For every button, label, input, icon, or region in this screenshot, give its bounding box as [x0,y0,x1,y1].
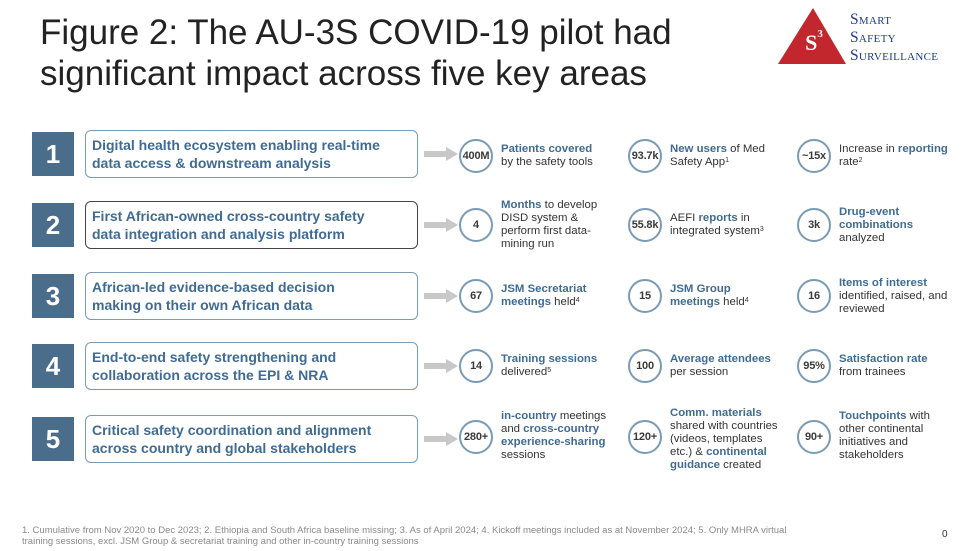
metric-value-circle: 90+ [797,420,831,454]
row-number-badge: 3 [32,274,74,318]
metric-value-circle: 95% [797,349,831,383]
metric-label: Patients covered by the safety tools [501,143,593,168]
page-title: Figure 2: The AU-3S COVID-19 pilot had s… [40,12,740,94]
metric-value-circle: 100 [628,349,662,383]
metric-label: Drug-event combinations analyzed [839,206,914,244]
page-number: 0 [942,529,948,540]
row-number-badge: 4 [32,344,74,388]
metric-value-circle: 4 [459,208,493,242]
logo-mark: S3 [805,28,823,55]
metric-value-circle: 16 [797,279,831,313]
arrow-right-icon [424,432,458,446]
impact-row-2: 2 First African-owned cross-country safe… [32,199,972,253]
logo-text: Smart Safety Surveillance [850,11,939,64]
row-number-badge: 1 [32,132,74,176]
metric-value-circle: 3k [797,208,831,242]
arrow-right-icon [424,147,458,161]
impact-row-5: 5 Critical safety coordination and align… [32,407,972,471]
smart-safety-surveillance-logo: S3 Smart Safety Surveillance [776,6,976,68]
impact-area-box: Critical safety coordination and alignme… [85,415,418,463]
metric-value-circle: 280+ [459,420,493,454]
metric-label: Increase in reporting rate2 [839,143,948,168]
arrow-right-icon [424,218,458,232]
metric-value-circle: ~15x [797,139,831,173]
footnote: 1. Cumulative from Nov 2020 to Dec 2023;… [22,525,787,547]
title-line-1: Figure 2: The AU-3S COVID-19 pilot had [40,13,672,52]
metric-label: New users of Med Safety App1 [670,143,765,168]
metric-value-circle: 67 [459,279,493,313]
metric-label: Items of interest identified, raised, an… [839,277,948,315]
metric-value-circle: 55.8k [628,208,662,242]
metric-label: Satisfaction rate from trainees [839,353,928,378]
metric-label: Average attendees per session [670,353,771,378]
metric-value-circle: 400M [459,139,493,173]
logo-triangle-icon [778,8,846,64]
metric-value-circle: 93.7k [628,139,662,173]
row-number-badge: 5 [32,417,74,461]
impact-area-box: Digital health ecosystem enabling real-t… [85,130,418,178]
metric-label: Touchpoints with other continental initi… [839,410,930,461]
metric-label: in-country meetings and cross-country ex… [501,410,607,461]
arrow-right-icon [424,359,458,373]
metric-label: AEFI reports in integrated system3 [670,212,764,237]
metric-value-circle: 15 [628,279,662,313]
title-line-2: significant impact across five key areas [40,54,647,93]
row-number-badge: 2 [32,203,74,247]
metric-label: Months to develop DISD system & perform … [501,199,598,250]
metric-value-circle: 120+ [628,420,662,454]
metric-value-circle: 14 [459,349,493,383]
impact-area-box: First African-owned cross-country safety… [85,201,418,249]
metric-label: Comm. materials shared with countries (v… [670,407,778,471]
metric-label: Training sessions delivered5 [501,353,598,378]
impact-row-1: 1 Digital health ecosystem enabling real… [32,130,972,182]
metric-label: JSM Secretariat meetings held4 [501,283,587,308]
arrow-right-icon [424,289,458,303]
metric-label: JSM Group meetings held4 [670,283,749,308]
